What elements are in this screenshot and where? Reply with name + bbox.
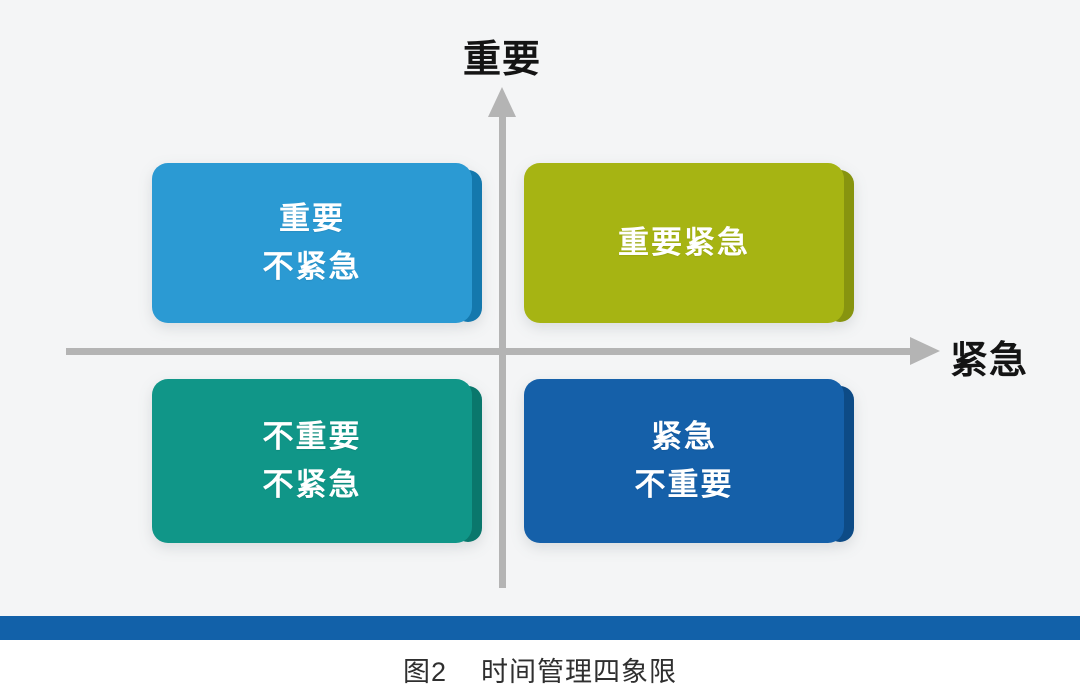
quadrant-label-line: 重要 [279,200,345,236]
quadrant-label-line: 重要紧急 [618,224,750,260]
arrow-right-icon [910,337,940,365]
quadrant-important-urgent: 重要紧急 [524,163,854,323]
quadrant-label-line: 紧急 [651,418,717,454]
quadrant-label-line: 不重要 [634,467,734,502]
quadrant-label-line: 不紧急 [262,249,362,284]
quadrant-not-important-not-urgent: 不重要 不紧急 [152,379,482,543]
figure-caption: 图2 时间管理四象限 [403,650,677,689]
quadrant-face: 不重要 不紧急 [152,379,472,543]
figure-title: 时间管理四象限 [481,657,678,687]
x-axis-label: 紧急 [950,340,1029,382]
x-axis-line [66,348,912,355]
figure-label: 图2 [402,657,448,687]
caption-area: 图2 时间管理四象限 [0,640,1080,699]
y-axis-label: 重要 [462,39,542,81]
diagram-canvas: 重要 紧急 重要 不紧急 重要紧急 不重要 [0,0,1080,616]
quadrant-label-line: 不紧急 [262,467,362,502]
quadrant-face: 紧急 不重要 [524,379,844,543]
quadrant-urgent-not-important: 紧急 不重要 [524,379,854,543]
quadrant-label-line: 不重要 [262,418,362,454]
quadrant-face: 重要 不紧急 [152,163,472,323]
divider-bar [0,616,1080,640]
quadrant-important-not-urgent: 重要 不紧急 [152,163,482,323]
quadrant-face: 重要紧急 [524,163,844,323]
